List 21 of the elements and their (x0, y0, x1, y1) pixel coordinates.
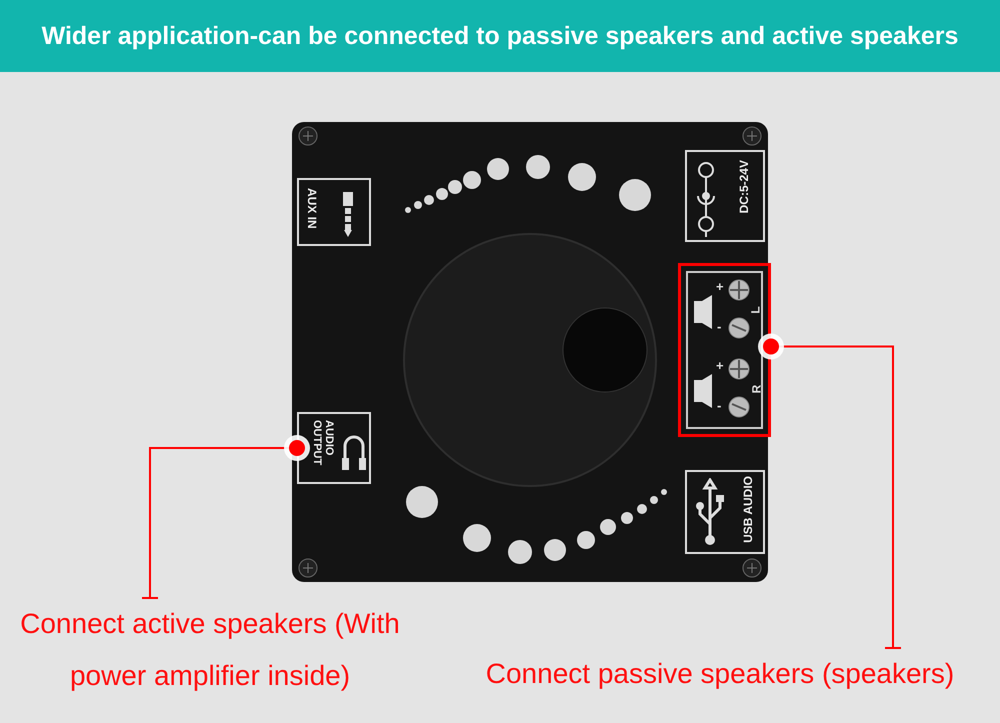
amplifier-board-drawing (292, 122, 768, 582)
channel-label: L (748, 306, 763, 314)
port-label: USB AUDIO (741, 476, 755, 543)
usb-audio-port-label (685, 470, 765, 554)
polarity-mark: + (716, 279, 724, 294)
port-label: DC:5-24V (737, 160, 751, 214)
callout-text: Connect passive speakers (speakers) (460, 648, 980, 700)
aux-in-port-label (297, 178, 371, 246)
polarity-mark: + (716, 358, 724, 373)
port-label: AUX IN (305, 188, 319, 229)
polarity-mark: - (717, 319, 722, 334)
port-label: AUDIO OUTPUT (311, 420, 335, 468)
leader-line (141, 435, 310, 599)
audio-output-port-label (297, 412, 371, 484)
title-banner: Wider application-can be connected to passive speakers and active speakers (0, 0, 1000, 72)
dc-power-port-label (685, 150, 765, 242)
polarity-mark: - (717, 398, 722, 413)
speaker-terminal-block (678, 263, 771, 437)
leader-line (758, 334, 902, 649)
channel-label: R (749, 384, 764, 394)
callout-text: Connect active speakers (With power amplifier inside) (10, 598, 410, 702)
